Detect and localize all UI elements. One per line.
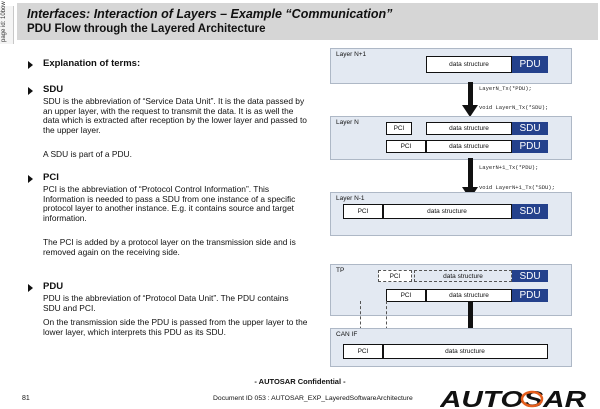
document-id: Document ID 053 : AUTOSAR_EXP_LayeredSof… [213,395,413,402]
pci-box: PCI [386,122,412,135]
page-id-text: page id: 10bow [1,1,7,42]
data-structure-text: data structure [427,208,467,215]
bullet-arrow-icon [28,284,33,292]
layer-n-plus-1-label: Layer N+1 [336,51,367,58]
pci-box-dashed: PCI [378,270,412,282]
pdu-paragraph-2: On the transmission side the PDU is pass… [43,317,308,337]
data-structure-box [383,204,512,219]
data-structure-box [426,56,512,73]
data-structure-text: data structure [449,61,489,68]
data-structure-text: data structure [449,125,489,132]
data-structure-text: data structure [449,292,489,299]
confidential-label: - AUTOSAR Confidential - [254,377,346,386]
data-structure-box [383,344,548,359]
arrow-down-icon [468,158,473,190]
pci-box: PCI [386,140,426,153]
pci-heading: PCI [43,172,59,183]
pci-paragraph-1: PCI is the abbreviation of “Protocol Con… [43,184,296,224]
terms-heading: Explanation of terms: [43,58,141,69]
autosar-logo: AUTOSAR [440,387,586,409]
arrow-down-icon [468,302,473,332]
tp-label: TP [336,267,345,274]
code-call-4: void LayerN+1_Tx(*SDU); [479,184,555,191]
page-number: 81 [22,395,30,402]
pdu-box: PDU [512,56,548,73]
pdu-heading: PDU [43,281,64,292]
bullet-arrow-icon [28,175,33,183]
data-structure-box [426,140,512,153]
layer-n-minus-1-label: Layer N-1 [336,195,365,202]
sdu-box: SDU [512,122,548,135]
dashed-connector [386,301,387,345]
sdu-box: SDU [512,204,548,219]
data-structure-box [426,122,512,135]
data-structure-box-dashed [414,270,512,282]
code-call-1: LayerN_Tx(*PDU); [479,85,532,92]
logo-swoosh-icon [520,390,544,408]
pci-box: PCI [343,204,383,219]
pci-box: PCI [386,289,426,302]
pdu-box: PDU [512,289,548,302]
bullet-arrow-icon [28,87,33,95]
header-band [17,3,598,40]
sdu-paragraph-1: SDU is the abbreviation of “Service Data… [43,96,307,136]
code-call-3: LayerN+1_Tx(*PDU); [479,164,539,171]
sdu-heading: SDU [43,84,64,95]
sdu-paragraph-2: A SDU is part of a PDU. [43,149,132,159]
page-id-tab: page id: 10bow [0,1,14,44]
bullet-arrow-icon [28,61,33,69]
arrow-down-head-icon [462,105,478,117]
pdu-paragraph-1: PDU is the abbreviation of “Protocol Dat… [43,293,289,313]
data-structure-text: data structure [445,348,485,355]
data-structure-box [426,289,512,302]
dashed-connector [360,301,361,345]
pci-paragraph-2: The PCI is added by a protocol layer on … [43,237,296,257]
sdu-box: SDU [512,270,548,282]
arrow-down-icon [468,82,473,108]
pci-box: PCI [343,344,383,359]
can-if-label: CAN IF [336,331,358,338]
data-structure-text: data structure [443,273,483,280]
logo-wordmark: AUTOSAR [440,387,586,409]
page-title: Interfaces: Interaction of Layers – Exam… [27,7,393,21]
page-subtitle: PDU Flow through the Layered Architectur… [27,23,266,35]
code-call-2: void LayerN_Tx(*SDU); [479,104,549,111]
pdu-box: PDU [512,140,548,153]
layer-n-label: Layer N [336,119,359,126]
data-structure-text: data structure [449,143,489,150]
